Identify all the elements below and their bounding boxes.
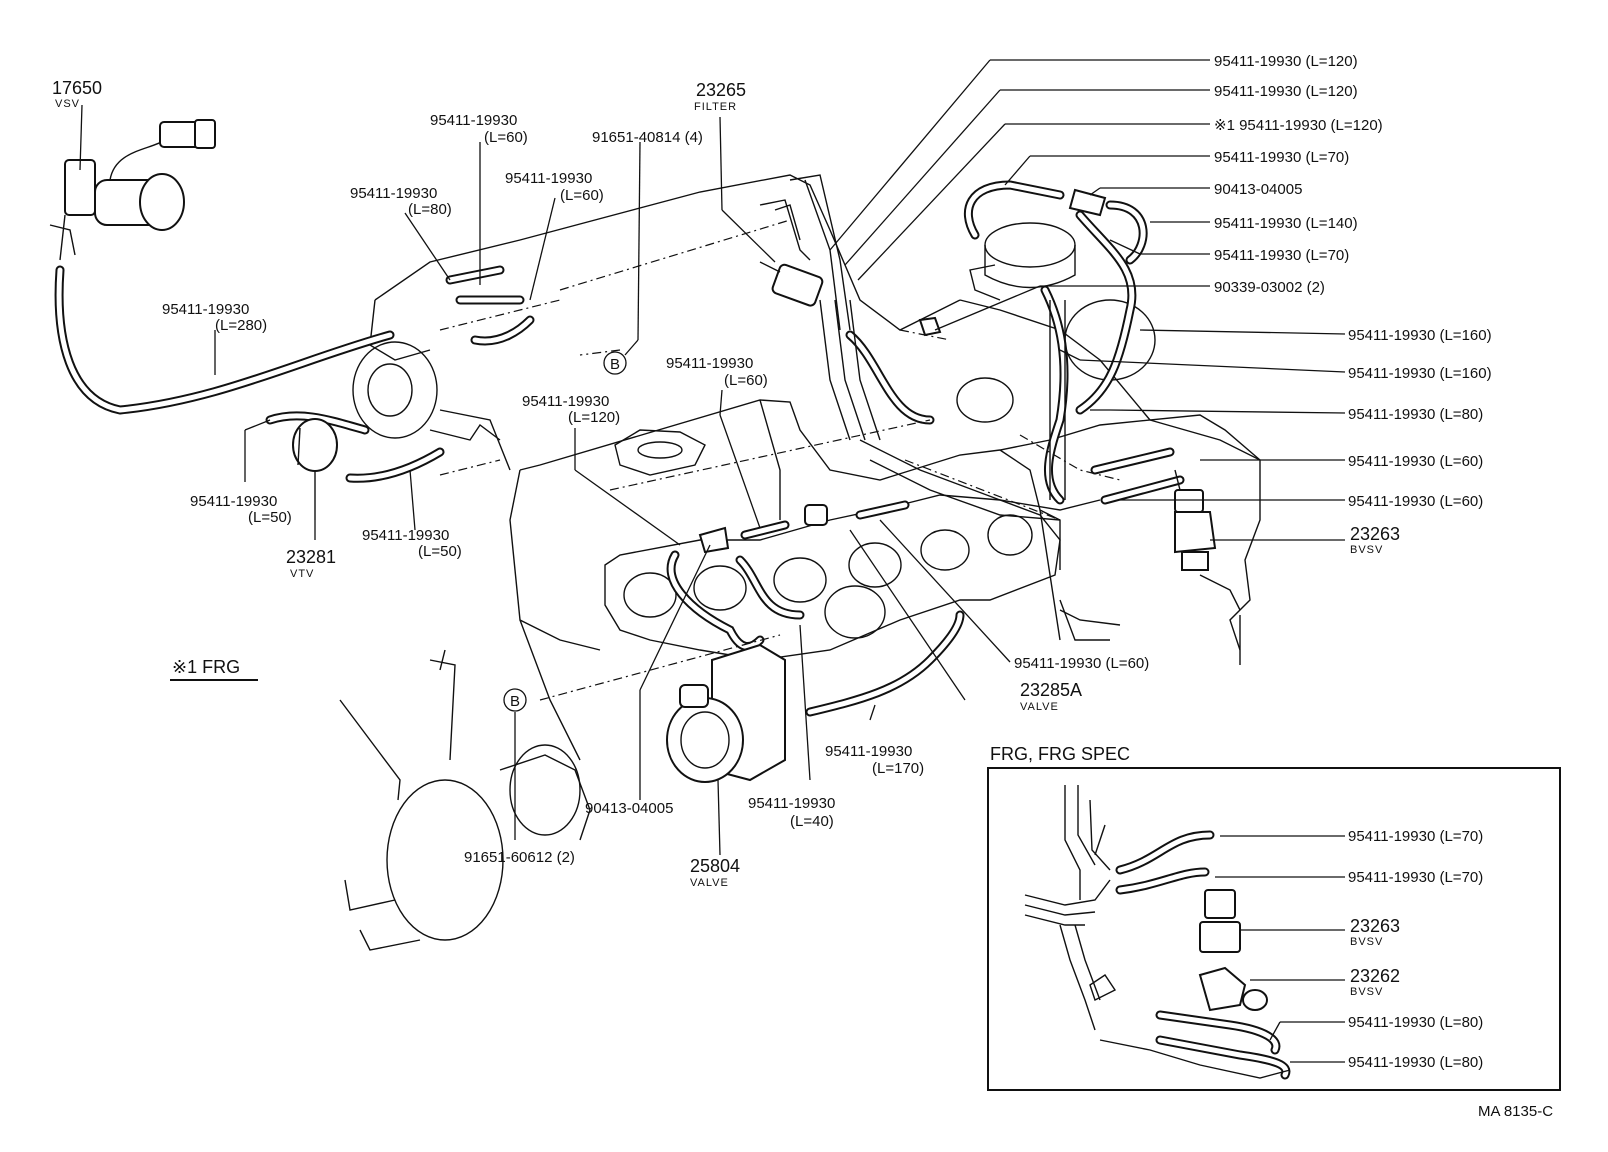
right-label-14: 95411-19930 (L=60) (1014, 655, 1149, 672)
part-label-17650: 17650 VSV (52, 78, 102, 110)
callout-l80-left-len: (L=80) (408, 201, 452, 218)
part-name-vsv: VSV (55, 98, 80, 110)
callout-l280-num: 95411-19930 (162, 301, 249, 318)
right-label-13: 95411-19930 (L=60) (1348, 493, 1483, 510)
callout-l60-mid-num: 95411-19930 (666, 355, 753, 372)
callout-l80-left: 95411-19930 (L=80) (350, 185, 452, 218)
bolt-91651-60612-label: 91651-60612 (2) (464, 849, 575, 866)
inset-label-1: 95411-19930 (L=70) (1348, 828, 1483, 845)
part-name-valve-25804: VALVE (690, 877, 729, 889)
callout-l280-len: (L=280) (215, 317, 267, 334)
inset-part-name-23262: BVSV (1350, 986, 1383, 998)
callout-l40-num: 95411-19930 (748, 795, 835, 812)
callout-l80-left-num: 95411-19930 (350, 185, 437, 202)
right-label-1: 95411-19930 (L=120) (1214, 53, 1358, 70)
inset-label-3: 95411-19930 (L=80) (1348, 1014, 1483, 1031)
right-label-2: 95411-19930 (L=120) (1214, 83, 1358, 100)
part-number-23285a: 23285A (1020, 680, 1082, 700)
callout-l60-b: 95411-19930 (L=60) (505, 170, 604, 204)
bvsv-23263-component[interactable] (1174, 469, 1217, 571)
right-label-4: 95411-19930 (L=70) (1214, 149, 1349, 166)
callout-l60-b-num: 95411-19930 (505, 170, 592, 187)
right-label-column: 95411-19930 (L=120) 95411-19930 (L=120) … (1014, 53, 1492, 672)
inset-label-4: 95411-19930 (L=80) (1348, 1054, 1483, 1071)
callout-l40: 95411-19930 (L=40) (748, 795, 835, 830)
part-name-valve-23285a: VALVE (1020, 701, 1059, 713)
inset-title: FRG, FRG SPEC (990, 744, 1130, 764)
part-label-23265: 23265 FILTER (694, 80, 746, 113)
callout-l60-mid: 95411-19930 (L=60) (666, 355, 768, 389)
part-number-23281: 23281 (286, 547, 336, 567)
marker-b-top-label: B (610, 356, 620, 373)
callout-l120-mid-num: 95411-19930 (522, 393, 609, 410)
callout-l50-a: 95411-19930 (L=50) (190, 493, 292, 526)
callout-l60-b-len: (L=60) (560, 187, 604, 204)
right-label-9: 95411-19930 (L=160) (1348, 327, 1492, 344)
filter-23265-component[interactable] (759, 174, 851, 331)
bolt-91651-40814-label: 91651-40814 (4) (592, 129, 703, 146)
vsv-17650-component[interactable] (49, 119, 216, 261)
frg-note: ※1 FRG (170, 657, 258, 681)
callout-l120-mid-len: (L=120) (568, 409, 620, 426)
valve-25804-component[interactable] (666, 643, 786, 783)
tee-90413-04005-bottom-label: 90413-04005 (585, 800, 673, 817)
right-label-12: 95411-19930 (L=60) (1348, 453, 1483, 470)
diagram-code: MA 8135-C (1478, 1103, 1553, 1120)
callout-l60-mid-len: (L=60) (724, 372, 768, 389)
right-label-11: 95411-19930 (L=80) (1348, 406, 1483, 423)
inset-part-name-23263: BVSV (1350, 936, 1383, 948)
marker-b-bottom-label: B (510, 693, 520, 710)
right-label-6: 95411-19930 (L=140) (1214, 215, 1358, 232)
callout-l120-mid: 95411-19930 (L=120) (522, 393, 620, 426)
right-leader-lines (829, 59, 1346, 541)
part-name-bvsv: BVSV (1350, 544, 1383, 556)
right-label-8: 90339-03002 (2) (1214, 279, 1325, 296)
callout-l60-a: 95411-19930 (L=60) (430, 112, 528, 146)
part-name-filter: FILTER (694, 101, 737, 113)
tee-fittings (698, 188, 1107, 554)
part-label-23281: 23281 VTV (286, 547, 336, 580)
callout-l50-b: 95411-19930 (L=50) (362, 527, 462, 560)
callout-l170-num: 95411-19930 (825, 743, 912, 760)
callout-l50-b-len: (L=50) (418, 543, 462, 560)
leader-lines (79, 104, 1011, 856)
callout-l50-a-len: (L=50) (248, 509, 292, 526)
callout-l170-len: (L=170) (872, 760, 924, 777)
frg-note-text: ※1 FRG (172, 657, 240, 677)
inset-part-number-23263: 23263 (1350, 916, 1400, 936)
inset-part-number-23262: 23262 (1350, 966, 1400, 986)
callout-l50-a-num: 95411-19930 (190, 493, 277, 510)
right-label-5: 90413-04005 (1214, 181, 1302, 198)
callout-l60-a-len: (L=60) (484, 129, 528, 146)
part-number-17650: 17650 (52, 78, 102, 98)
hose-lines (54, 180, 1185, 717)
part-label-23263: 23263 BVSV (1350, 524, 1400, 556)
right-label-10: 95411-19930 (L=160) (1348, 365, 1492, 382)
part-number-25804: 25804 (690, 856, 740, 876)
vtv-23281-component[interactable] (292, 418, 338, 520)
marker-b-top: B (603, 351, 627, 375)
callout-l60-a-num: 95411-19930 (430, 112, 517, 129)
right-label-7: 95411-19930 (L=70) (1214, 247, 1349, 264)
part-number-23265: 23265 (696, 80, 746, 100)
callout-l280: 95411-19930 (L=280) (162, 301, 267, 334)
inset-border (987, 767, 1561, 1091)
part-label-25804: 25804 VALVE (690, 856, 740, 889)
callout-l50-b-num: 95411-19930 (362, 527, 449, 544)
right-label-3: ※1 95411-19930 (L=120) (1214, 117, 1383, 134)
callout-l40-len: (L=40) (790, 813, 834, 830)
inset-label-2: 95411-19930 (L=70) (1348, 869, 1483, 886)
part-label-23285a: 23285A VALVE (1020, 680, 1082, 713)
part-name-vtv: VTV (290, 568, 314, 580)
inset-frg-spec: FRG, FRG SPEC 95411-19930 (L=70 (987, 744, 1561, 1091)
callout-l170: 95411-19930 (L=170) (825, 743, 924, 777)
part-number-23263: 23263 (1350, 524, 1400, 544)
marker-b-bottom: B (503, 688, 527, 712)
